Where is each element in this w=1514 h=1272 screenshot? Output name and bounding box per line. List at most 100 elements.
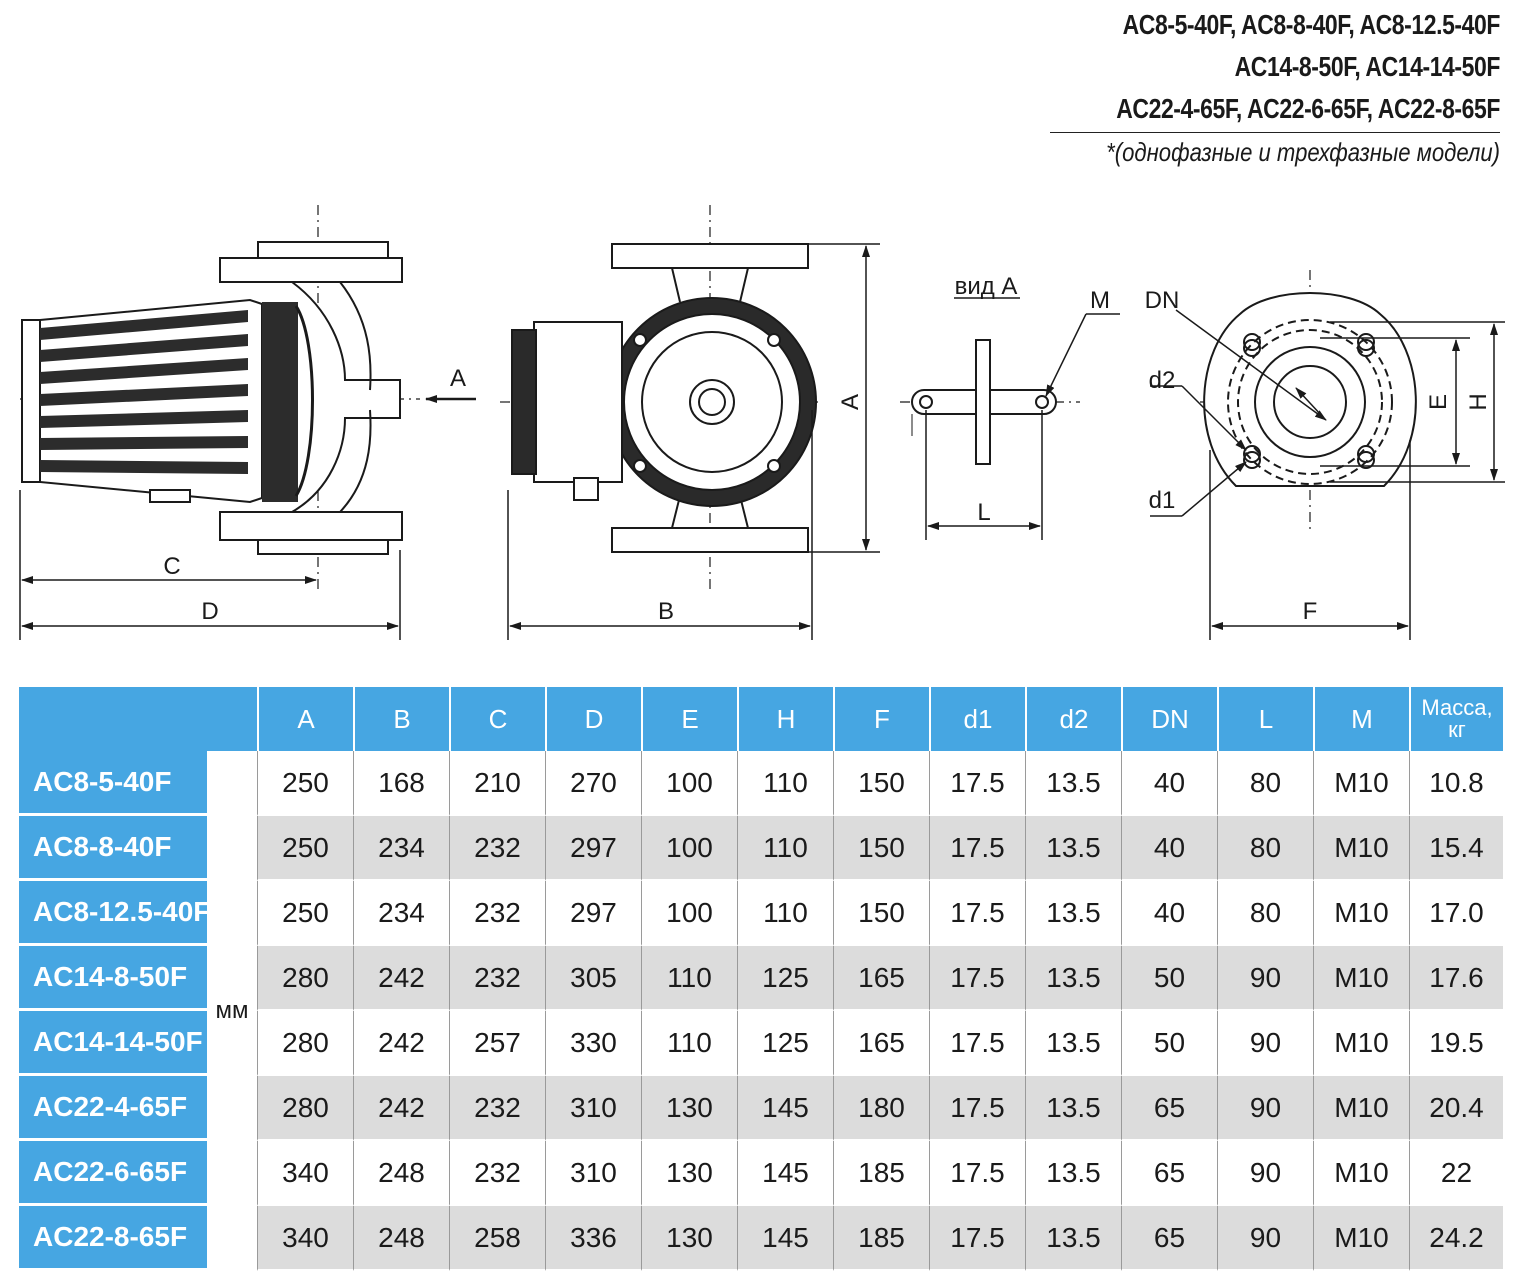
col-header-m: M: [1313, 687, 1409, 751]
value-cell-b: 242: [353, 1076, 449, 1141]
dim-label-h: H: [1465, 393, 1492, 410]
value-cell-d: 297: [545, 881, 641, 946]
model-name-cell: AC8-12.5-40F: [19, 881, 210, 946]
dim-label-b: B: [658, 598, 674, 625]
table-row: AC14-14-50F 280 242 257 330 110 125 165 …: [19, 1011, 1503, 1076]
value-cell-f: 165: [833, 946, 929, 1011]
value-cell-l: 90: [1217, 1141, 1313, 1206]
header-blank-cell: [19, 687, 257, 751]
mass-header-line-2: кг: [1448, 717, 1466, 742]
value-cell-c: 258: [449, 1206, 545, 1271]
value-cell-d: 336: [545, 1206, 641, 1271]
value-cell-d: 310: [545, 1141, 641, 1206]
value-cell-m: M10: [1313, 1206, 1409, 1271]
value-cell-l: 90: [1217, 1011, 1313, 1076]
value-cell-l: 80: [1217, 881, 1313, 946]
dim-label-d2: d2: [1149, 367, 1176, 394]
value-cell-a: 280: [257, 946, 353, 1011]
value-cell-d1: 17.5: [929, 816, 1025, 881]
value-cell-c: 232: [449, 946, 545, 1011]
value-cell-d: 270: [545, 751, 641, 816]
value-cell-d1: 17.5: [929, 946, 1025, 1011]
value-cell-f: 185: [833, 1141, 929, 1206]
value-cell-m: M10: [1313, 881, 1409, 946]
value-cell-d1: 17.5: [929, 1076, 1025, 1141]
value-cell-d2: 13.5: [1025, 1076, 1121, 1141]
model-name-cell: AC8-5-40F: [19, 751, 207, 816]
value-cell-a: 340: [257, 1141, 353, 1206]
value-cell-h: 125: [737, 946, 833, 1011]
pump-side-view: [20, 205, 420, 590]
value-cell-mass: 22: [1409, 1141, 1503, 1206]
value-cell-l: 80: [1217, 816, 1313, 881]
table-row: AC8-12.5-40F 250 234 232 297 100 110 150…: [19, 881, 1503, 946]
value-cell-d: 305: [545, 946, 641, 1011]
model-title-line-2: AC14-8-50F, AC14-14-50F: [1234, 51, 1501, 82]
col-header-mass: Масса,кг: [1409, 687, 1503, 751]
value-cell-e: 130: [641, 1076, 737, 1141]
value-cell-dn: 40: [1121, 751, 1217, 816]
dim-label-d: D: [201, 598, 218, 625]
col-header-f: F: [833, 687, 929, 751]
value-cell-h: 145: [737, 1076, 833, 1141]
table-row: AC8-8-40F 250 234 232 297 100 110 150 17…: [19, 816, 1503, 881]
value-cell-l: 90: [1217, 1076, 1313, 1141]
flange-face-dimensions: [1150, 309, 1505, 640]
col-header-d2: d2: [1025, 687, 1121, 751]
value-cell-dn: 40: [1121, 881, 1217, 946]
dim-label-dn: DN: [1145, 287, 1180, 314]
value-cell-d: 330: [545, 1011, 641, 1076]
dim-label-e: E: [1425, 394, 1452, 410]
col-header-e: E: [641, 687, 737, 751]
value-cell-mass: 17.0: [1409, 881, 1503, 946]
value-cell-dn: 50: [1121, 1011, 1217, 1076]
value-cell-dn: 65: [1121, 1141, 1217, 1206]
value-cell-e: 100: [641, 816, 737, 881]
value-cell-mass: 20.4: [1409, 1076, 1503, 1141]
value-cell-l: 90: [1217, 1206, 1313, 1271]
model-title-line-3: AC22-4-65F, AC22-6-65F, AC22-8-65F: [1116, 93, 1500, 124]
value-cell-dn: 50: [1121, 946, 1217, 1011]
value-cell-h: 110: [737, 751, 833, 816]
value-cell-m: M10: [1313, 751, 1409, 816]
value-cell-d: 297: [545, 816, 641, 881]
value-cell-a: 250: [257, 816, 353, 881]
value-cell-a: 250: [257, 881, 353, 946]
table-header-row: A B C D E H F d1 d2 DN L M Масса,кг: [19, 687, 1503, 751]
value-cell-a: 280: [257, 1011, 353, 1076]
value-cell-d2: 13.5: [1025, 816, 1121, 881]
value-cell-b: 242: [353, 1011, 449, 1076]
value-cell-mass: 15.4: [1409, 816, 1503, 881]
col-header-b: B: [353, 687, 449, 751]
value-cell-c: 210: [449, 751, 545, 816]
value-cell-b: 234: [353, 881, 449, 946]
phase-note: *(однофазные и трехфазные модели): [1106, 137, 1500, 167]
value-cell-e: 100: [641, 751, 737, 816]
value-cell-e: 100: [641, 881, 737, 946]
value-cell-e: 130: [641, 1206, 737, 1271]
value-cell-m: M10: [1313, 1076, 1409, 1141]
value-cell-b: 234: [353, 816, 449, 881]
table-row: AC22-8-65F 340 248 258 336 130 145 185 1…: [19, 1206, 1503, 1271]
value-cell-d1: 17.5: [929, 751, 1025, 816]
model-name-cell: AC22-4-65F: [19, 1076, 207, 1141]
value-cell-dn: 65: [1121, 1206, 1217, 1271]
value-cell-a: 340: [257, 1206, 353, 1271]
value-cell-h: 145: [737, 1141, 833, 1206]
view-a-label: вид А: [955, 273, 1018, 300]
unit-cell: мм: [207, 751, 257, 1271]
value-cell-d: 310: [545, 1076, 641, 1141]
model-name-cell: AC22-8-65F: [19, 1206, 207, 1271]
dimensions-table: A B C D E H F d1 d2 DN L M Масса,кг AC8-…: [19, 687, 1503, 1271]
title-rule: [1050, 132, 1500, 133]
view-a-dimensions: [925, 297, 1120, 540]
col-header-h: H: [737, 687, 833, 751]
value-cell-c: 232: [449, 816, 545, 881]
model-name-cell: AC14-14-50F: [19, 1011, 207, 1076]
value-cell-f: 180: [833, 1076, 929, 1141]
value-cell-mass: 10.8: [1409, 751, 1503, 816]
value-cell-f: 165: [833, 1011, 929, 1076]
value-cell-h: 110: [737, 816, 833, 881]
table-row: AC8-5-40F мм 250 168 210 270 100 110 150…: [19, 751, 1503, 1271]
value-cell-b: 248: [353, 1206, 449, 1271]
